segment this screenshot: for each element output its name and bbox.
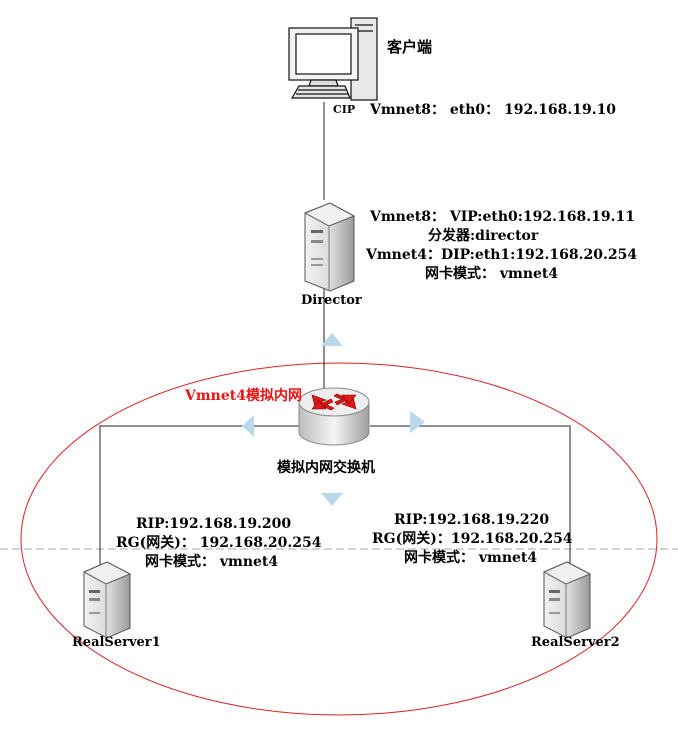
realserver2-server-icon <box>542 561 592 639</box>
director-label: Director <box>301 293 362 308</box>
arrow-down <box>321 493 343 506</box>
link-switch-realserver2 <box>370 425 571 572</box>
cip-label: CIP <box>333 103 356 116</box>
client-info: Vmnet8： eth0： 192.168.19.10 <box>370 102 617 118</box>
realserver1-line-3: 网卡模式： vmnet4 <box>145 554 279 570</box>
switch-label: 模拟内网交换机 <box>277 460 375 476</box>
arrow-left <box>242 415 254 437</box>
director-line-2: 分发器:director <box>428 228 539 244</box>
arrow-up <box>321 333 343 346</box>
director-line-4: 网卡模式： vmnet4 <box>425 266 559 282</box>
switch-router-icon <box>298 387 370 446</box>
realserver1-label: RealServer1 <box>72 635 161 650</box>
realserver2-line-1: RIP:192.168.19.220 <box>394 512 550 528</box>
realserver2-line-3: 网卡模式： vmnet4 <box>404 550 538 566</box>
realserver1-server-icon <box>82 561 132 639</box>
director-server-icon <box>303 202 356 292</box>
director-line-1: Vmnet8： VIP:eth0:192.168.19.11 <box>370 209 635 225</box>
flow-arrows <box>242 333 425 506</box>
link-switch-realserver1 <box>99 425 300 580</box>
realserver1-line-2: RG(网关)： 192.168.20.254 <box>116 535 322 551</box>
network-label: Vmnet4模拟内网 <box>185 388 302 404</box>
realserver1-line-1: RIP:192.168.19.200 <box>136 516 292 532</box>
realserver2-line-2: RG(网关)：192.168.20.254 <box>372 531 573 547</box>
connection-lines <box>99 102 571 580</box>
director-line-3: Vmnet4：DIP:eth1:192.168.20.254 <box>366 247 638 263</box>
vmnet4-network-ellipse <box>20 362 658 716</box>
client-computer-icon <box>288 17 378 101</box>
realserver2-label: RealServer2 <box>531 635 620 650</box>
arrow-right <box>410 411 425 433</box>
client-label: 客户端 <box>387 38 433 56</box>
